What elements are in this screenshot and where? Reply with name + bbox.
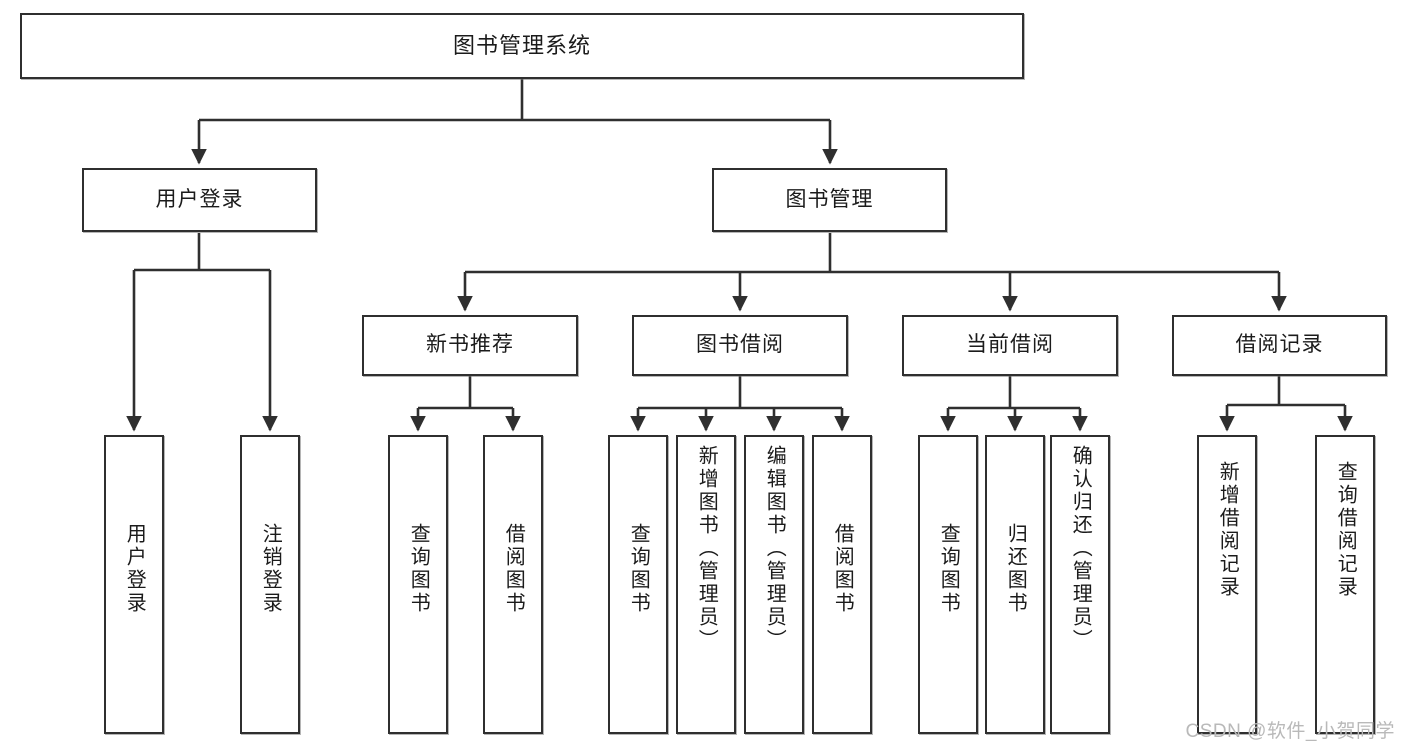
node-label: 借阅图书 bbox=[831, 523, 854, 615]
leaf-node[interactable]: 用户登录 bbox=[104, 435, 164, 734]
leaf-node[interactable]: 查询图书 bbox=[918, 435, 978, 734]
node-label: 借阅图书 bbox=[502, 523, 525, 615]
leaf-node[interactable]: 确认归还（管理员） bbox=[1050, 435, 1110, 734]
node-label: 用户登录 bbox=[123, 523, 146, 615]
node-label: 用户登录 bbox=[155, 187, 244, 211]
leaf-node[interactable]: 编辑图书（管理员） bbox=[744, 435, 804, 734]
node-label: 注销登录 bbox=[259, 523, 282, 615]
node-label: 查询借阅记录 bbox=[1334, 461, 1357, 599]
node-borrow-record[interactable]: 借阅记录 bbox=[1172, 315, 1387, 376]
node-label: 图书管理系统 bbox=[452, 33, 591, 59]
node-label: 新增借阅记录 bbox=[1216, 461, 1239, 599]
node-label: 编辑图书（管理员） bbox=[763, 445, 786, 652]
node-new-book-recommend[interactable]: 新书推荐 bbox=[362, 315, 578, 376]
watermark-text: CSDN @软件_小贺同学 bbox=[1185, 721, 1395, 742]
node-label: 归还图书 bbox=[1004, 523, 1027, 615]
node-book-management[interactable]: 图书管理 bbox=[712, 168, 947, 232]
node-book-borrow[interactable]: 图书借阅 bbox=[632, 315, 848, 376]
leaf-node[interactable]: 查询图书 bbox=[388, 435, 448, 734]
node-label: 新增图书（管理员） bbox=[695, 445, 718, 652]
node-root-system[interactable]: 图书管理系统 bbox=[20, 13, 1024, 79]
leaf-node[interactable]: 查询借阅记录 bbox=[1315, 435, 1375, 734]
node-label: 图书借阅 bbox=[696, 333, 784, 357]
node-label: 图书管理 bbox=[785, 187, 874, 211]
node-label: 查询图书 bbox=[627, 523, 650, 615]
leaf-node[interactable]: 注销登录 bbox=[240, 435, 300, 734]
node-label: 确认归还（管理员） bbox=[1069, 445, 1092, 652]
leaf-node[interactable]: 借阅图书 bbox=[812, 435, 872, 734]
leaf-node[interactable]: 新增图书（管理员） bbox=[676, 435, 736, 734]
node-label: 查询图书 bbox=[407, 523, 430, 615]
node-label: 借阅记录 bbox=[1235, 333, 1324, 357]
leaf-node[interactable]: 归还图书 bbox=[985, 435, 1045, 734]
node-label: 当前借阅 bbox=[966, 333, 1054, 357]
leaf-node[interactable]: 新增借阅记录 bbox=[1197, 435, 1257, 734]
leaf-node[interactable]: 查询图书 bbox=[608, 435, 668, 734]
node-user-login[interactable]: 用户登录 bbox=[82, 168, 317, 232]
node-current-borrow[interactable]: 当前借阅 bbox=[902, 315, 1118, 376]
leaf-node[interactable]: 借阅图书 bbox=[483, 435, 543, 734]
node-label: 查询图书 bbox=[937, 523, 960, 615]
node-label: 新书推荐 bbox=[426, 333, 514, 357]
